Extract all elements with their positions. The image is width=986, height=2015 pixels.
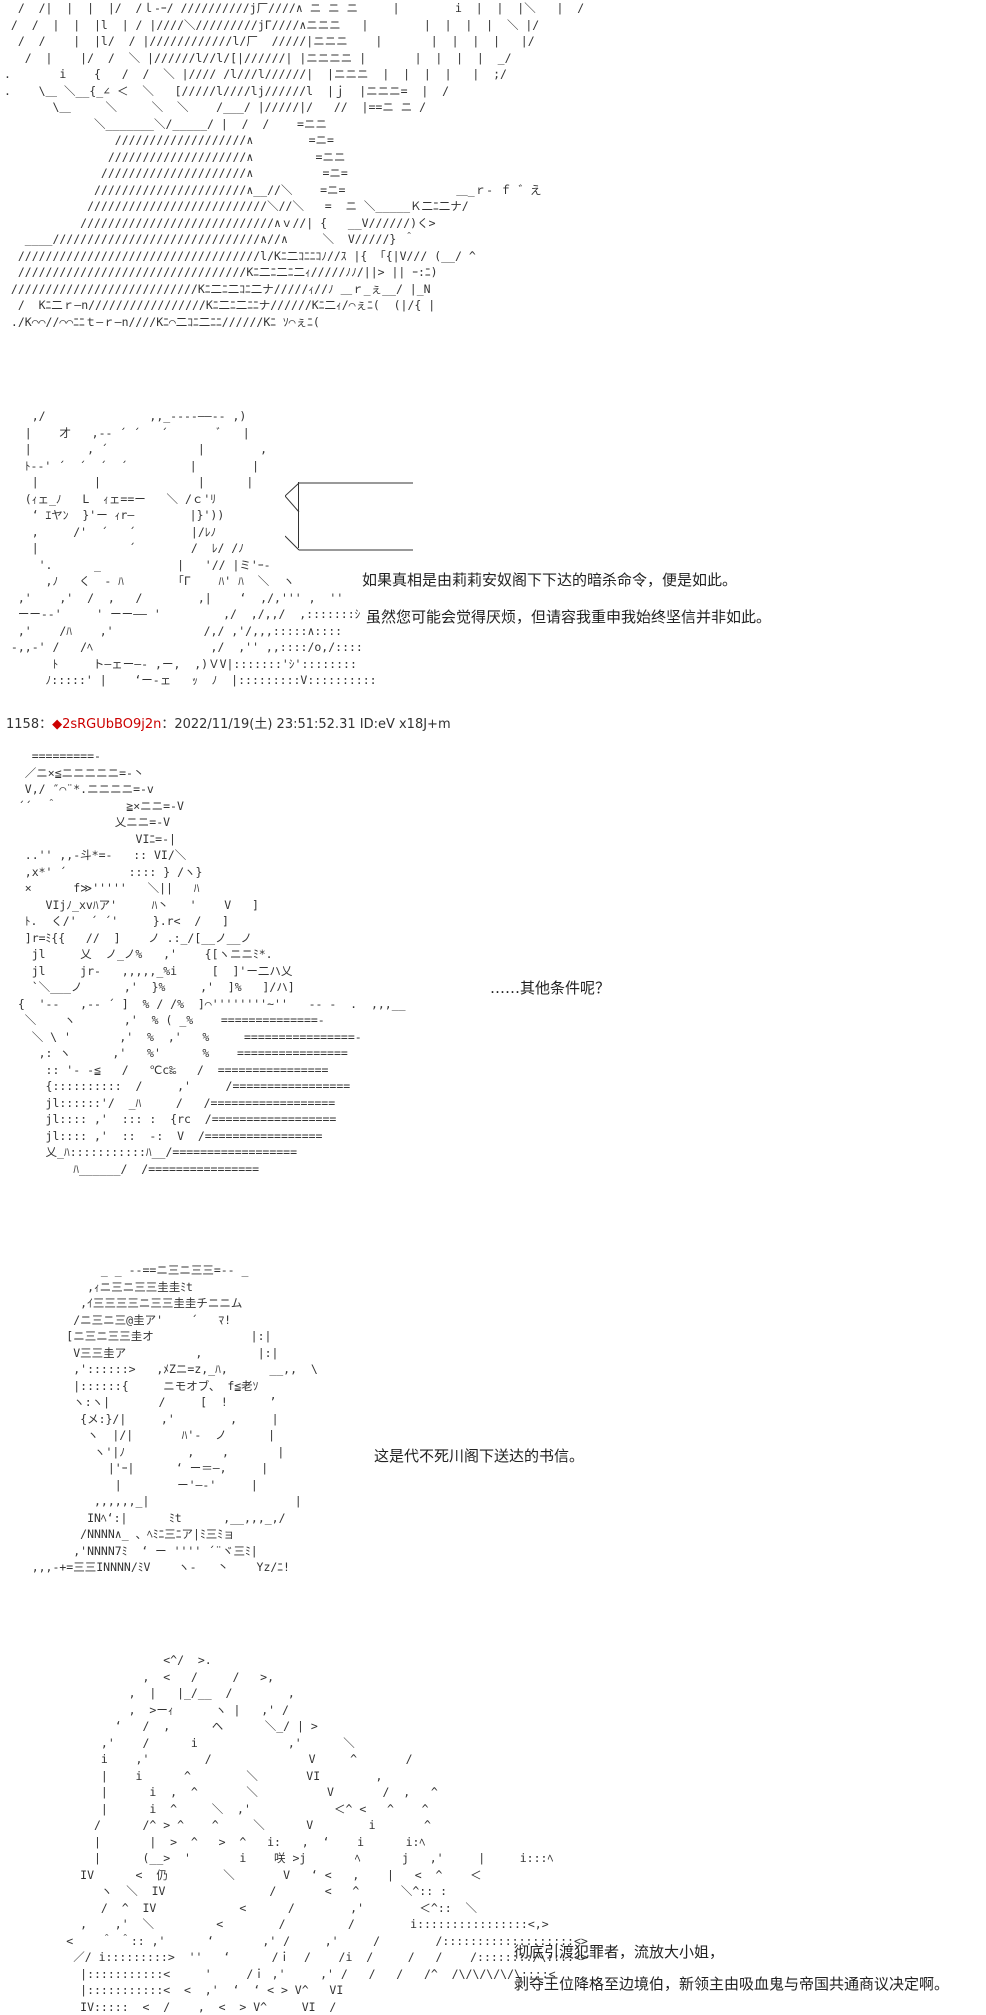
trip-diamond-icon: ◆: [52, 717, 63, 732]
dialogue-man-line-2: 虽然您可能会觉得厌烦，但请容我重申我始终坚信并非如此。: [366, 608, 772, 626]
post-datetime: ：2022/11/19(土) 23:51:52.31 ID:eV x18J+m: [161, 717, 451, 732]
post-separator: ：: [39, 717, 53, 732]
speech-bubble-lines: [285, 482, 413, 551]
dialogue-letter-line-1: 这是代不死川阁下送达的书信。: [374, 1447, 585, 1465]
post-header: 1158：◆2sRGUbBO9j2n：2022/11/19(土) 23:51:5…: [6, 716, 451, 734]
ascii-art-glasses-man: =========- ／ニ×≦ニニニニニ=-丶 V,/ ″⌒¨*.ニニニニ=-v…: [17, 749, 406, 1176]
post-tripcode[interactable]: 2sRGUbBO9j2n: [62, 717, 162, 732]
dialogue-man-line-1: 如果真相是由莉莉安奴阁下下达的暗杀命令，便是如此。: [362, 571, 738, 589]
post-number: 1158: [6, 717, 40, 732]
dialogue-final-line-2: 剥夺王位降格至边境伯，新领主由吸血鬼与帝国共通商议决定啊。: [514, 1975, 950, 1993]
dialogue-glasses-line-1: ……其他条件呢？: [490, 979, 611, 997]
ascii-art-bearded-man: ,/ ,,_----——-- ,) | 才 ,-- ´ ´ ´ ﾞ | | , …: [10, 409, 377, 687]
ascii-art-letter-bearer: _ _ --==ニ三ニ三三=-- _ ,ｨニ三ニ三三圭圭ﾐt ,ｲ三三三三ニ三三…: [31, 1263, 318, 1574]
speech-bubble-pointer: [285, 482, 417, 551]
ascii-art-city-scene: / /| | | |/ /ｌ-ｰ/ //////////j厂////∧ ニ ニ …: [4, 1, 585, 329]
dialogue-final-line-1: 彻底引渡犯罪者，流放大小姐，: [514, 1943, 725, 1961]
ascii-art-hooded-figure: <^/ >. , < / / >, , | |_/__ / , , >ーｨ ヽ …: [66, 1653, 588, 2014]
